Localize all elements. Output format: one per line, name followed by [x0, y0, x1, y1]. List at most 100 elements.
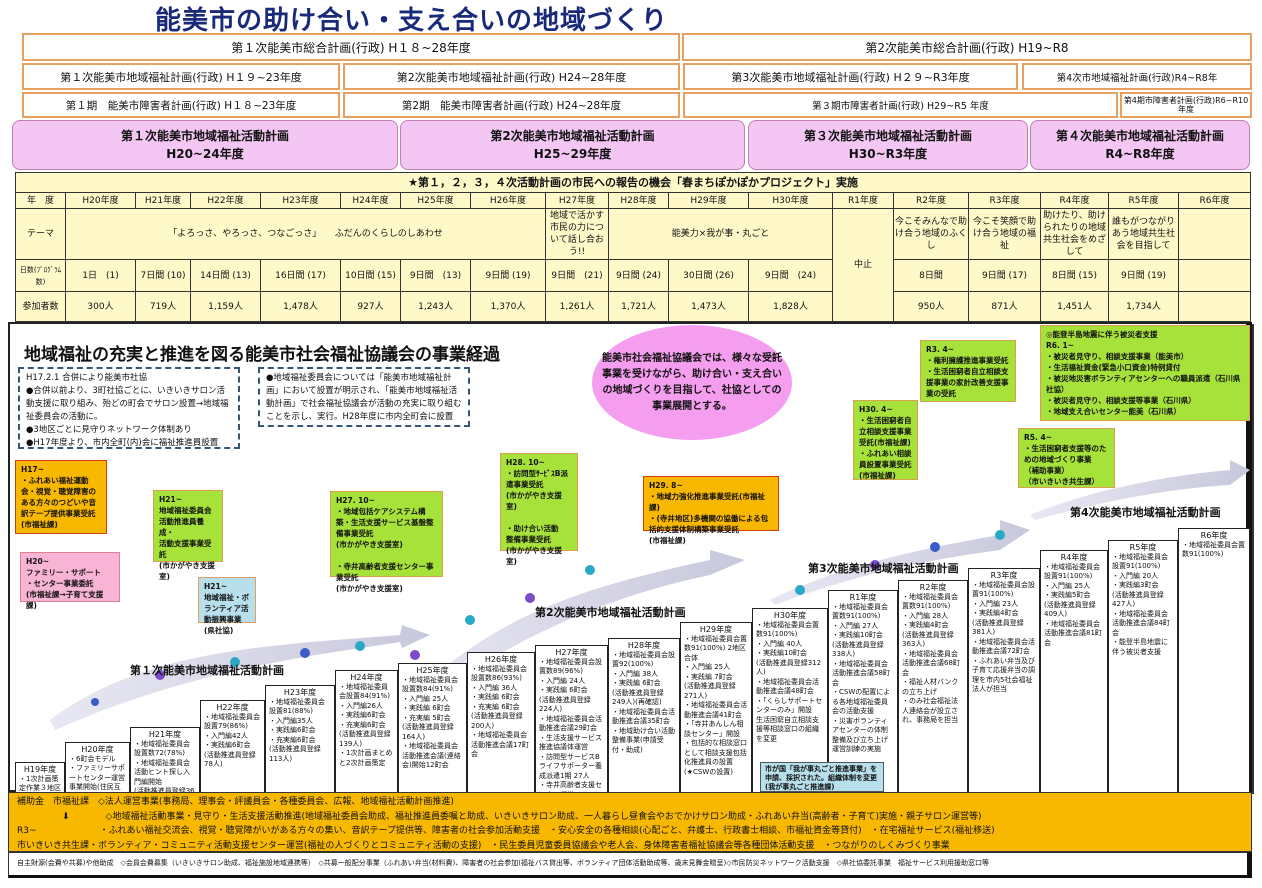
row-label-theme: テーマ — [15, 208, 66, 260]
theme-h28-h30: 能美力×我が事・丸ごと — [608, 208, 833, 260]
days-cell — [1177, 259, 1252, 292]
step-year: R3年度 — [990, 571, 1018, 580]
step-year: H27年度 — [555, 648, 588, 657]
callout-text: H21~ 地域福祉・ボランティア活動振興事業 (県社協) — [204, 582, 249, 635]
year-step-box: H19年度・1次計画策定作業３地区懇談会 — [15, 762, 65, 792]
year-step-box: R5年度・地域福祉委員会設置91(100%) ・入門編 20人 ・実践編3町会 … — [1108, 540, 1178, 792]
year-cell: R5年度 — [1108, 192, 1179, 209]
callout-h17: H17~ ・ふれあい福祉運動会・視覚・聴覚障害のある方々のつどいや音訳テープ提供… — [15, 460, 107, 534]
shogai-plan-2: 第2期 能美市障害者計画(行政) H24~28年度 — [343, 92, 680, 118]
step-year: H25年度 — [416, 666, 449, 675]
theme-r3: 今こそ笑顔で助け合う地域の福祉 — [968, 208, 1041, 260]
year-cell: R1年度 — [832, 192, 894, 209]
callout-text: H20~ ファミリー・サポート ・センター事業委託 (市福祉課→子育て支援課) — [26, 557, 104, 610]
step-text: ・地域福祉委員会置数91(100%) ・入門編 28人 ・実践編4町会 (活動推… — [902, 592, 960, 725]
fukushi-plan-2: 第2次能美市地域福祉計画(行政) H24~28年度 — [343, 63, 680, 90]
callout-r5: R5. 4~ ・生活困窮者支援等のための地域づくり事業 （補助事業） （市いきい… — [1018, 428, 1115, 488]
participants-cell: 1,370人 — [470, 291, 546, 322]
days-cell: 16日間 (17) — [260, 259, 341, 292]
callout-h21-committee: H21~ 地域福祉委員会活動推進員養成・ 活動支援事業受託 (市かがやき支援室) — [153, 490, 223, 581]
callout-text: H21~ 地域福祉委員会活動推進員養成・ 活動支援事業受託 (市かがやき支援室) — [159, 495, 215, 581]
step-text: ・地域福祉委員会置数91(100%) — [1182, 540, 1245, 559]
step-year: R5年度 — [1129, 543, 1157, 552]
note-line: ●3地区ごとに見守りネットワーク体制あり — [26, 425, 192, 435]
year-step-box: H27年度・地域福祉委員会設置数89(96%) ・入門編 24人 ・実践編 6町… — [535, 645, 608, 792]
year-step-box: R4年度・地域福祉委員会設置91(100%) ・入門編 25人 ・実践編5町会 … — [1040, 550, 1108, 792]
callout-h27: H27. 10~ ・地域包括ケアシステム構築・生活支援サービス基盤整備事業受託 … — [330, 491, 443, 593]
row-label-participants: 参加者数 — [15, 291, 66, 322]
step-text: ・地域福祉委員会設置数72(78%) ・地域福祉委員会活動ヒント探し入門編開始 … — [134, 739, 195, 793]
year-cell: H26年度 — [470, 192, 546, 209]
year-step-box: H28年度・地域福祉委員会設置92(100%) ・入門編 38人 ・実践編 6町… — [608, 638, 680, 792]
participants-cell: 719人 — [135, 291, 191, 322]
plan-name: 第１次能美市地域福祉活動計画 — [120, 129, 289, 143]
plan-period: H30~R3年度 — [848, 147, 928, 161]
callout-text: R3. 4~ ・権利擁護推進事業受託 ・生活困窮者自立相談支援事業の家計改善支援… — [926, 345, 1009, 398]
callout-text: H30. 4~ ・生活困窮者自立相談支援事業受託(市福祉課) ・ふれあい相談員設… — [859, 405, 912, 480]
days-cell: 9日間 (24) — [608, 259, 669, 292]
plan-label-3: 第3次能美市地域福祉活動計画 — [808, 562, 959, 575]
plan-name: 第４次能美市地域福祉活動計画 — [1055, 129, 1224, 143]
step-year: H24年度 — [350, 673, 383, 682]
project-table: ★第１，２，３，４次活動計画の市民への報告の機会「春まちぽかぽかプロジェクト」実… — [14, 172, 1252, 322]
plan-name: 第３次能美市地域福祉活動計画 — [803, 129, 972, 143]
participants-cell: 871人 — [968, 291, 1041, 322]
participants-cell: 1,451人 — [1040, 291, 1109, 322]
step-text: ・地域福祉委員会設置91(100%) ・入門編 25人 ・実践編5町会 (活動推… — [1044, 562, 1102, 647]
history-heading: 地域福祉の充実と推進を図る能美市社会福祉協議会の事業経過 — [24, 345, 500, 365]
shogai-plan-1: 第１期 能美市障害者計画(行政) H１８~23年度 — [22, 92, 340, 118]
note-line: ●合併以前より、3町社協ごとに、いきいきサロン活動支援に取り組み、殆どの町会でサ… — [26, 386, 229, 422]
step-year: H21年度 — [148, 730, 182, 739]
participants-cell: 1,828人 — [748, 291, 833, 322]
callout-r6: ◎能登半島地震に伴う被災者支援 R6. 1~ ・被災者見守り、相談支援事業（能美… — [1040, 325, 1250, 421]
year-cell: H22年度 — [190, 192, 261, 209]
year-cell: R4年度 — [1040, 192, 1109, 209]
year-cell: H27年度 — [545, 192, 609, 209]
participants-cell — [1177, 291, 1252, 322]
year-cell: H20年度 — [65, 192, 136, 209]
band-line: 市いきいき共生課・ボランティア・コミュニティ活動支援センター運営(福祉の人づくり… — [17, 840, 950, 851]
participants-cell: 300人 — [65, 291, 136, 322]
callout-text: ◎能登半島地震に伴う被災者支援 R6. 1~ ・被災者見守り、相談支援事業（能美… — [1046, 330, 1241, 416]
note-merger: H17.2.1 合併により能美市社協 ●合併以前より、3町社協ごとに、いきいきサ… — [18, 367, 240, 449]
year-cell: H23年度 — [260, 192, 341, 209]
arrow-segment-4 — [1030, 460, 1250, 520]
step-text: ・地域福祉委員会設置81(88%) ・入門編35人 ・実践編6町会 ・充実編6町… — [269, 697, 325, 763]
year-step-box: H24年度・地域福祉委員会設置84(91%) ・入門編26人 ・実践編6町会 ・… — [335, 670, 398, 792]
fukushi-plan-1: 第１次能美市地域福祉計画(行政) H１９~23年度 — [22, 63, 340, 90]
note-line: H17.2.1 合併により能美市社協 — [26, 373, 147, 383]
shogai-plan-4: 第4期市障害者計画(行政)R6~R10年度 — [1120, 92, 1252, 118]
step-text: ・地域福祉委員会設置91(100%) ・入門編 20人 ・実践編3町会 (活動推… — [1112, 552, 1170, 656]
plan-label-2: 第2次能美市地域福祉活動計画 — [535, 606, 686, 619]
shogai-plan-3: 第３期市障害者計画(行政) H29~R5 年度 — [683, 92, 1118, 118]
arrow-segment-1 — [50, 625, 430, 730]
year-step-box: H30年度・地域福祉委員会置数91(100%) ・入門編 40人 ・実践編10町… — [752, 608, 828, 792]
callout-text: H29. 8~ ・地域力強化推進事業受託(市福祉課) ・(寺井地区)多機関の協働… — [649, 481, 769, 545]
callout-h21-volunteer: H21~ 地域福祉・ボランティア活動振興事業 (県社協) — [198, 577, 256, 635]
band-line: ⬇ ◇地域福祉活動事業・見守り・生活支援活動推進(地域福祉委員会助成、福祉推進員… — [17, 811, 982, 822]
year-cell: H24年度 — [340, 192, 401, 209]
callout-h20: H20~ ファミリー・サポート ・センター事業委託 (市福祉課→子育て支援課) — [20, 552, 120, 610]
year-step-box: H20年度・6町会モデル ・ファミリーサポートセンター運営事業開始(住民互助活動… — [65, 742, 130, 792]
theme-r2: 今こそみんなで助け合う地域のふくし — [893, 208, 969, 260]
step-text: ・地域福祉委員会設置91(100%) ・入門編 23人 ・実践編4町会 (活動推… — [972, 580, 1035, 694]
step-year: H19年度 — [23, 765, 57, 774]
days-cell: 1日 (1) — [65, 259, 136, 292]
year-step-box: H26年度・地域福祉委員会設置数86(93%) ・入門編 36人 ・実践編 6町… — [467, 652, 535, 792]
step-year: H29年度 — [699, 625, 733, 634]
arrow-segment-2 — [390, 550, 745, 725]
days-cell: 9日間 (19) — [470, 259, 546, 292]
step-year: H22年度 — [216, 703, 249, 712]
days-cell: 8日間 (15) — [1040, 259, 1109, 292]
participants-cell: 1,721人 — [608, 291, 669, 322]
band-line: R3~ ・ふれあい福祉交流会、視覚・聴覚障がいがある方々の集い、音訳テープ提供等… — [17, 826, 995, 836]
participants-cell: 1,478人 — [260, 291, 341, 322]
step-text: ・地域福祉委員会設置84(91%) ・入門編26人 ・実践編6町会 ・充実編6町… — [339, 682, 393, 767]
year-step-box: R2年度・地域福祉委員会置数91(100%) ・入門編 28人 ・実践編4町会 … — [898, 580, 968, 792]
days-cell: 9日間 (24) — [748, 259, 833, 292]
year-step-box: H29年度・地域福祉委員会置数91(100%) 2地区合体 ・入門編 25人 ・… — [680, 622, 752, 792]
arrow-segment-3 — [770, 520, 1030, 605]
year-cell: H28年度 — [608, 192, 669, 209]
days-cell: 9日間 (13) — [400, 259, 471, 292]
